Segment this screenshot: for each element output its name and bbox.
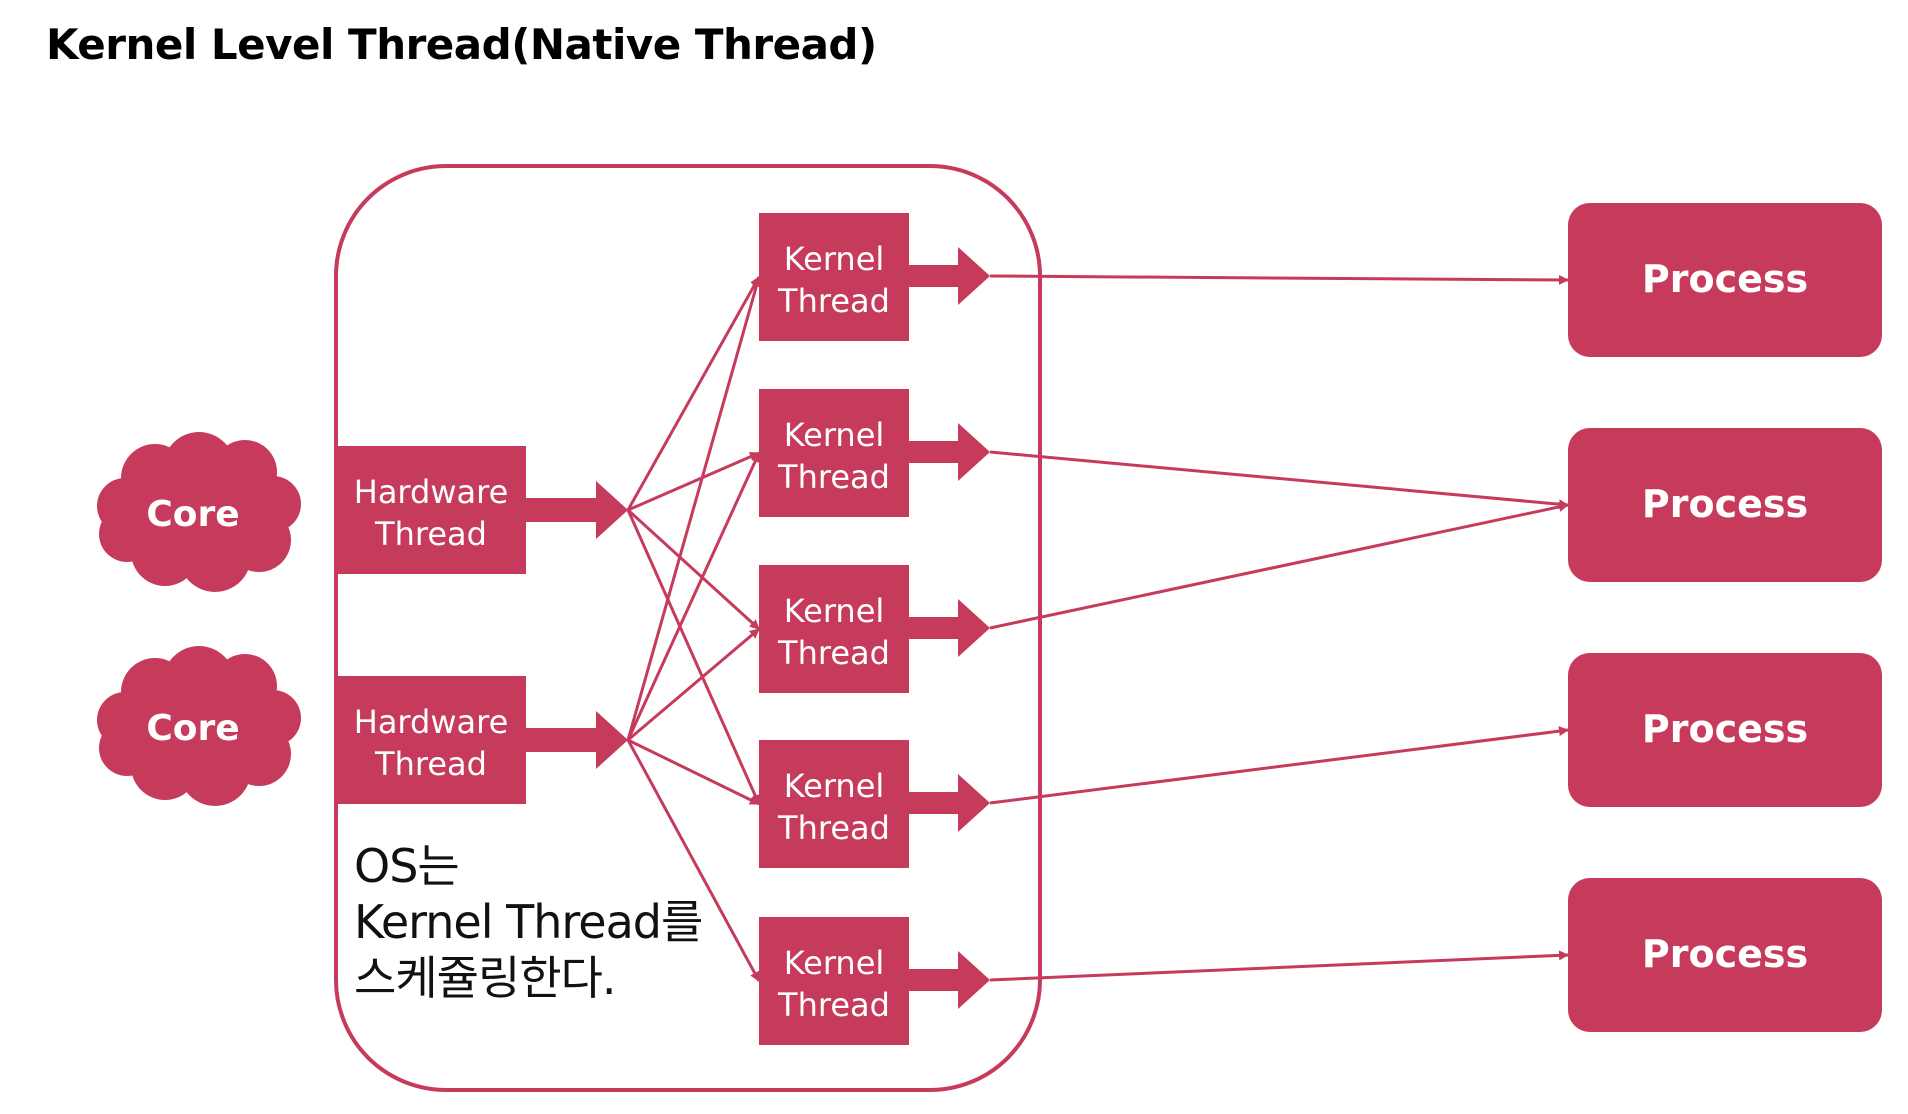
kernel-thread-label: Thread — [777, 282, 890, 320]
kernel-to-process-link — [989, 726, 1569, 805]
kernel-to-process-link — [989, 501, 1569, 630]
kernel-thread-box: Kernel Thread — [759, 565, 990, 693]
kernel-thread-box: Kernel Thread — [759, 917, 990, 1045]
kernel-thread-box: Kernel Thread — [759, 213, 990, 341]
kernel-to-process-link — [989, 274, 1569, 285]
hw-to-kernel-link — [626, 276, 761, 511]
process-label: Process — [1642, 482, 1808, 526]
os-container — [334, 164, 1042, 1092]
process-label: Process — [1642, 257, 1808, 301]
hw-to-kernel-link — [626, 276, 762, 741]
hw-to-kernel-link — [626, 452, 761, 741]
core-cloud: Core — [97, 646, 301, 806]
kernel-thread-label: Thread — [777, 634, 890, 672]
os-note-line: OS는 — [354, 839, 460, 893]
page-title: Kernel Level Thread(Native Thread) — [46, 20, 877, 69]
hardware-thread-label: Hardware — [354, 703, 509, 741]
kernel-thread-label: Kernel — [784, 416, 885, 454]
process-box: Process — [1568, 653, 1882, 807]
hardware-thread-box: Hardware Thread — [336, 446, 628, 574]
hw-to-kernel-link — [626, 508, 761, 631]
hardware-thread-label: Hardware — [354, 473, 509, 511]
hw-to-kernel-link — [626, 509, 761, 805]
hw-to-kernel-link — [627, 738, 760, 806]
hardware-thread-box: Hardware Thread — [336, 676, 628, 804]
core-label: Core — [146, 708, 239, 749]
kernel-thread-label: Thread — [777, 458, 890, 496]
hw-to-kernel-link — [627, 451, 760, 512]
kernel-thread-label: Thread — [777, 986, 890, 1024]
process-label: Process — [1642, 932, 1808, 976]
core-label: Core — [146, 494, 239, 535]
kernel-thread-label: Kernel — [784, 944, 885, 982]
kernel-thread-label: Kernel — [784, 240, 885, 278]
os-note-line: Kernel Thread를 — [354, 895, 703, 949]
process-box: Process — [1568, 878, 1882, 1032]
process-label: Process — [1642, 707, 1808, 751]
hw-to-kernel-link — [626, 739, 761, 982]
kernel-thread-label: Thread — [777, 809, 890, 847]
kernel-thread-box: Kernel Thread — [759, 740, 990, 868]
kernel-thread-box: Kernel Thread — [759, 389, 990, 517]
process-box: Process — [1568, 428, 1882, 582]
kernel-to-process-link — [989, 950, 1569, 982]
kernel-to-process-link — [989, 450, 1569, 510]
process-box: Process — [1568, 203, 1882, 357]
os-note-line: 스케쥴링한다. — [354, 951, 617, 1005]
hardware-thread-label: Thread — [374, 515, 487, 553]
core-cloud: Core — [97, 432, 301, 592]
os-scheduling-note: OS는 Kernel Thread를 스케쥴링한다. — [354, 838, 703, 1006]
hardware-thread-label: Thread — [374, 745, 487, 783]
connection-lines — [626, 274, 1569, 982]
kernel-thread-label: Kernel — [784, 592, 885, 630]
kernel-thread-label: Kernel — [784, 767, 885, 805]
hw-to-kernel-link — [627, 627, 760, 742]
